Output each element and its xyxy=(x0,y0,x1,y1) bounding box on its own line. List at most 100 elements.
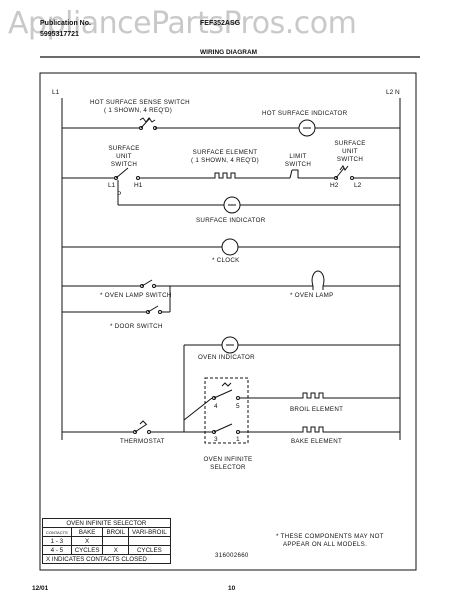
publication-number: 5995317721 xyxy=(40,31,79,38)
terminal-l2: L2 xyxy=(354,182,362,189)
sense-switch-contact xyxy=(139,126,143,130)
limit-switch-label-2: SWITCH xyxy=(284,161,312,168)
table-cell: 4 - 5 xyxy=(42,545,72,555)
oven-lamp-label: * OVEN LAMP xyxy=(290,292,334,299)
hot-surface-sense-switch-label: HOT SURFACE SENSE SWITCH xyxy=(90,99,190,106)
table-row: 1 - 3 X xyxy=(42,536,171,546)
table-cell xyxy=(128,536,171,546)
selector-col-vari-broil: VARI-BROIL xyxy=(128,527,171,537)
terminal-sel-1: 1 xyxy=(236,436,240,443)
selector-contact-5 xyxy=(236,396,240,400)
surface-element-label: SURFACE ELEMENT xyxy=(192,149,258,156)
lamp-switch-contact-b xyxy=(152,284,156,288)
terminal-l1: L1 xyxy=(52,89,60,96)
oven-lamp-switch-label: * OVEN LAMP SWITCH xyxy=(100,292,172,299)
surface-element-resistor xyxy=(212,172,240,179)
table-cell: 1 - 3 xyxy=(42,536,72,546)
selector-table-footnote: X INDICATES CONTACTS CLOSED xyxy=(42,554,171,564)
oven-infinite-selector-label-2: SELECTOR xyxy=(210,464,246,471)
footer-page-number: 10 xyxy=(228,585,236,592)
thermostat-contact-b xyxy=(147,430,151,434)
terminal-switch-h1: H1 xyxy=(134,182,143,189)
thermostat-contact-a xyxy=(133,430,137,434)
surface-switch-l2-contact xyxy=(350,176,354,180)
door-switch-contact-a xyxy=(146,310,150,314)
selector-col-broil: BROIL xyxy=(102,527,130,537)
surface-switch-h2-contact xyxy=(334,176,338,180)
surface-unit-switch-left-label-2: UNIT xyxy=(116,153,132,160)
oven-infinite-selector-box xyxy=(204,377,249,444)
watermark: AppliancePartsPros.com xyxy=(8,6,357,41)
clock-label: * CLOCK xyxy=(212,257,240,264)
surface-unit-switch-right-label-2: UNIT xyxy=(342,148,358,155)
page-title: WIRING DIAGRAM xyxy=(200,49,258,56)
footer-date: 12/01 xyxy=(32,585,49,592)
note-line-2: APPEAR ON ALL MODELS. xyxy=(283,541,368,548)
broil-element-label: BROIL ELEMENT xyxy=(290,406,344,413)
selector-col-contacts: CONTACTS xyxy=(42,527,72,537)
lamp-switch-blade xyxy=(141,279,153,287)
selector-feed xyxy=(183,397,213,421)
surface-switch-blade xyxy=(115,167,129,179)
surface-switch-h1-contact xyxy=(136,176,140,180)
note-line-1: * THESE COMPONENTS MAY NOT xyxy=(276,533,384,540)
table-row: 4 - 5 CYCLES X CYCLES xyxy=(42,545,171,555)
hot-surface-sense-switch-sub: ( 1 SHOWN, 4 REQ'D) xyxy=(104,107,173,114)
thermostat-label: THERMOSTAT xyxy=(120,438,165,445)
door-switch-contact-b xyxy=(158,310,162,314)
surface-unit-switch-right-label-3: SWITCH xyxy=(336,156,364,163)
selector-blade-31 xyxy=(213,423,233,433)
limit-switch-label-1: LIMIT xyxy=(289,153,307,160)
oven-indicator-label: OVEN INDICATOR xyxy=(198,354,255,361)
terminal-switch-l1: L1 xyxy=(108,182,116,189)
table-cell: CYCLES xyxy=(70,545,104,555)
surface-indicator-label: SURFACE INDICATOR xyxy=(196,217,266,224)
selector-contact-1 xyxy=(236,430,240,434)
thermostat-blade xyxy=(134,423,148,433)
surface-switch-right-heater xyxy=(339,165,349,171)
selector-col-bake: BAKE xyxy=(70,527,104,537)
surface-switch-l1-contact xyxy=(114,176,118,180)
selector-contact-4 xyxy=(212,396,216,400)
lamp-switch-contact-a xyxy=(140,284,144,288)
sense-switch-blade xyxy=(140,117,151,129)
surface-element-sub: ( 1 SHOWN, 4 REQ'D) xyxy=(190,157,260,164)
oven-infinite-selector-label-1: OVEN INFINITE xyxy=(203,456,253,463)
model-number: FEF352ASG xyxy=(200,20,241,27)
table-cell: X xyxy=(102,545,130,555)
bake-element-label: BAKE ELEMENT xyxy=(291,438,343,445)
oven-lamp-bulb xyxy=(311,270,325,287)
surface-switch-right-blade xyxy=(335,167,345,179)
terminal-sel-5: 5 xyxy=(236,403,240,410)
table-cell: X xyxy=(70,536,104,546)
bake-element-resistor xyxy=(300,426,328,433)
terminal-sel-4: 4 xyxy=(214,403,218,410)
terminal-switch-p: P xyxy=(117,191,122,198)
surface-unit-switch-left-label-3: SWITCH xyxy=(110,161,138,168)
terminal-h2: H2 xyxy=(330,182,339,189)
limit-switch-blade-b xyxy=(292,169,299,178)
thermostat-bulb xyxy=(139,420,147,425)
table-cell: CYCLES xyxy=(128,545,171,555)
diagram-frame xyxy=(39,72,417,571)
terminal-l2n: L2 N xyxy=(386,89,400,96)
table-cell xyxy=(102,536,130,546)
hot-surface-indicator-label: HOT SURFACE INDICATOR xyxy=(262,110,348,117)
terminal-sel-3: 3 xyxy=(214,436,218,443)
limit-switch-blade-a xyxy=(289,169,293,179)
diagram-part-number: 316002660 xyxy=(215,552,249,559)
door-switch-label: * DOOR SWITCH xyxy=(110,323,163,330)
surface-unit-switch-left-label-1: SURFACE xyxy=(108,145,140,152)
selector-contact-3 xyxy=(212,430,216,434)
publication-label: Publication No. xyxy=(40,20,91,27)
surface-unit-switch-right-label-1: SURFACE xyxy=(334,140,366,147)
selector-table-title: OVEN INFINITE SELECTOR xyxy=(42,518,171,528)
door-switch-blade xyxy=(147,305,159,313)
broil-element-resistor xyxy=(300,392,328,399)
clock-symbol xyxy=(221,238,239,256)
sense-switch-heater xyxy=(139,117,156,123)
selector-heater xyxy=(221,382,232,387)
selector-blade-45 xyxy=(213,389,233,399)
selector-table: OVEN INFINITE SELECTOR CONTACTS BAKE BRO… xyxy=(42,518,171,564)
